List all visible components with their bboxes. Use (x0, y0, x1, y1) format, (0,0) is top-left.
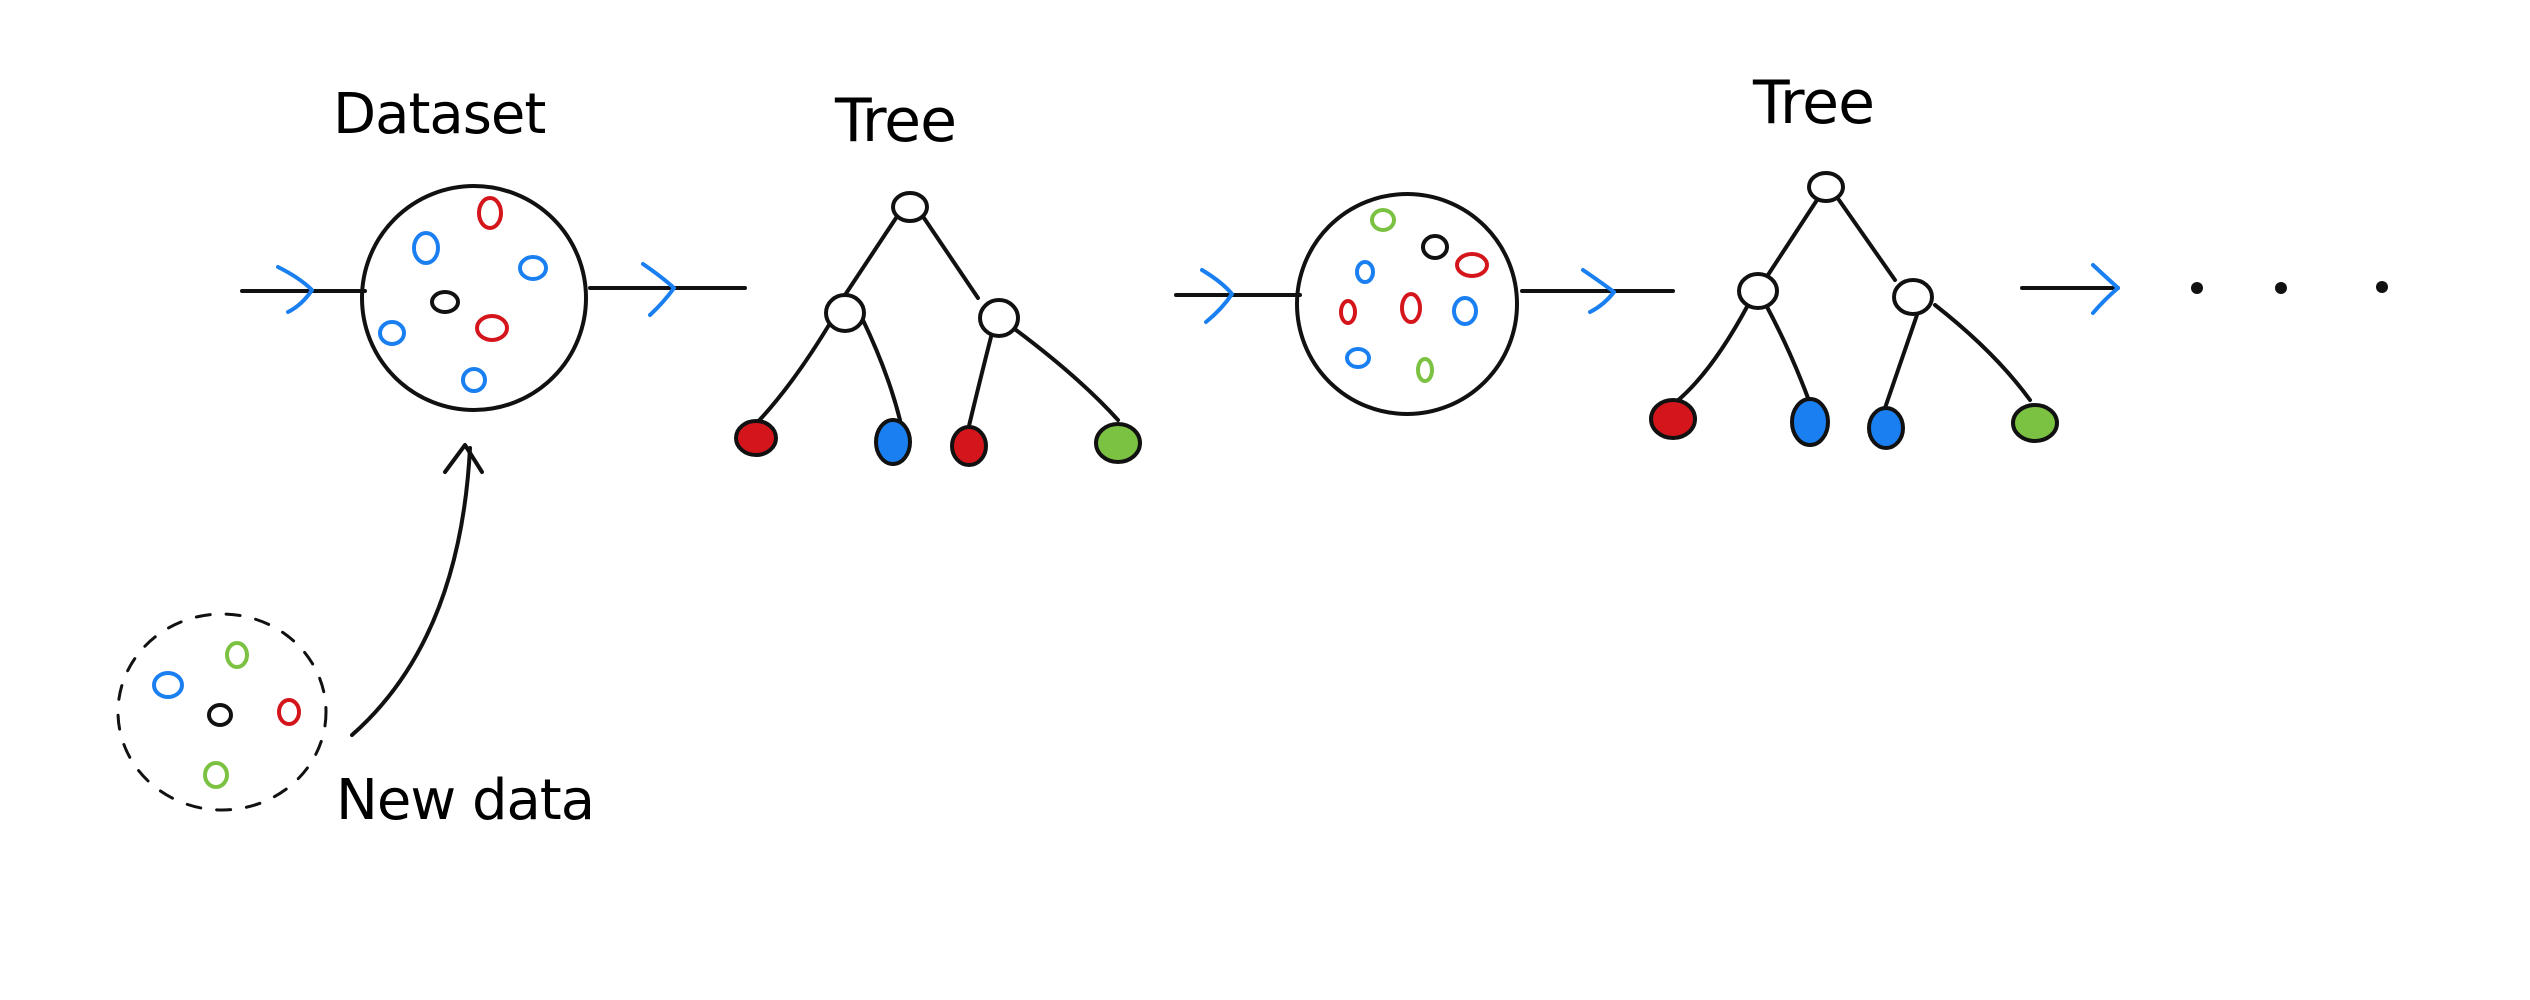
data-point (518, 255, 548, 281)
tree-leaf (1094, 422, 1142, 464)
dataset-circle (360, 184, 588, 412)
dataset-points (378, 196, 548, 393)
data-point (1455, 252, 1489, 278)
tree-root-node (891, 191, 929, 223)
tree-node (1737, 272, 1779, 310)
tree-leaf (1649, 398, 1697, 440)
arrowhead-icon (276, 265, 314, 314)
data-point (225, 641, 249, 669)
data-point (1370, 208, 1396, 232)
data-point (477, 196, 503, 230)
arrow-to-tree-1 (588, 262, 747, 317)
tree-2 (1649, 171, 2059, 450)
tree-leaf (950, 425, 988, 467)
dataset-points (1339, 208, 1489, 383)
tree-1-label: Tree (835, 86, 957, 156)
new-data-cluster (116, 612, 328, 812)
data-point (1416, 357, 1434, 383)
tree-leaf (1790, 397, 1830, 447)
data-point (378, 320, 406, 346)
tree-leaf (874, 418, 912, 466)
arrow-to-tree-2 (1520, 268, 1675, 314)
data-point (277, 698, 301, 726)
arrowhead-icon (443, 443, 484, 474)
tree-leaf (1867, 406, 1905, 450)
continuation-arrow (2020, 263, 2120, 315)
data-point (1452, 296, 1478, 326)
tree-2-label: Tree (1753, 68, 1875, 138)
new-data-points (152, 641, 301, 789)
new-data-arrow (350, 443, 484, 737)
input-arrow-1 (240, 265, 367, 314)
tree-node (978, 298, 1020, 338)
tree-1 (734, 191, 1142, 467)
data-point (1421, 234, 1449, 260)
data-point (475, 314, 509, 342)
tree-node (1892, 278, 1934, 316)
data-point (1355, 260, 1375, 284)
data-point (430, 290, 460, 314)
tree-node (824, 293, 866, 333)
arrowhead-icon (1200, 268, 1234, 324)
data-point (412, 231, 440, 265)
input-arrow-2 (1174, 268, 1302, 324)
dataset-label: Dataset (333, 82, 546, 147)
data-point (152, 671, 184, 699)
arrowhead-icon (1581, 268, 1616, 314)
tree-root-node (1807, 171, 1845, 203)
dataset-circle (1295, 192, 1519, 416)
arrowhead-icon (2091, 263, 2120, 315)
data-point (1345, 347, 1371, 369)
data-point (1339, 299, 1357, 325)
arrowhead-icon (641, 262, 676, 317)
tree-leaf (2011, 403, 2059, 443)
new-data-label: New data (336, 768, 595, 833)
data-point (1400, 292, 1422, 324)
data-point (207, 703, 233, 727)
tree-leaf (734, 419, 778, 457)
data-point (461, 367, 487, 393)
data-point (203, 761, 229, 789)
ellipsis-dots (2191, 281, 2388, 294)
